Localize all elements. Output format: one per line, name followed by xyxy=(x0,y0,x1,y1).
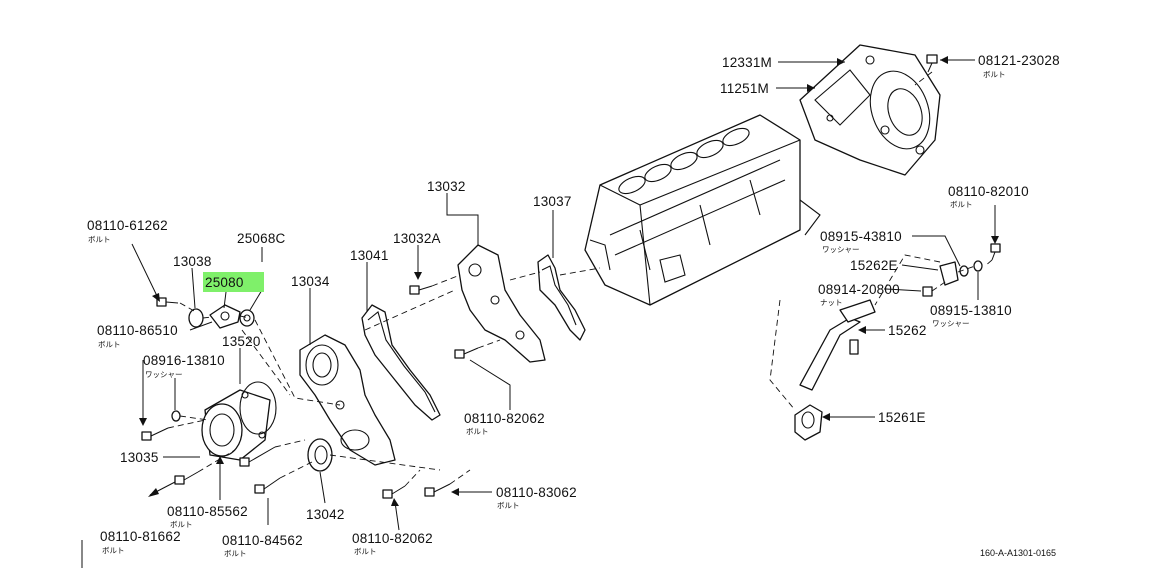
label-15262E[interactable]: 15262E xyxy=(850,258,898,273)
sublabel-08110-61262: ボルト xyxy=(88,235,111,244)
strainer-15261E-drawing xyxy=(794,404,823,441)
sublabel-08916-13810: ワッシャー xyxy=(145,370,183,379)
part-25080-drawing xyxy=(209,304,241,329)
washer-08915-13810-drawing xyxy=(973,260,983,272)
engine-block-drawing xyxy=(584,114,821,306)
label-08121-23028[interactable]: 08121-23028 xyxy=(978,53,1060,68)
label-08110-61262[interactable]: 08110-61262 xyxy=(87,218,168,233)
bolt-13035-drawing xyxy=(141,427,169,441)
oil-pipe-15262-drawing xyxy=(799,299,876,391)
label-08914-20800[interactable]: 08914-20800 xyxy=(818,282,900,297)
label-08110-82062-bottom[interactable]: 08110-82062 xyxy=(352,531,433,546)
sublabel-08121-23028: ボルト xyxy=(983,70,1006,79)
bolt-08110-82062b-drawing xyxy=(382,485,406,499)
label-13037[interactable]: 13037 xyxy=(533,194,572,209)
sublabel-08914-20800: ナット xyxy=(820,298,843,307)
sublabel-08915-13810: ワッシャー xyxy=(932,319,970,328)
label-25068C[interactable]: 25068C xyxy=(237,231,286,246)
bolt-13032A-drawing xyxy=(409,285,433,295)
timing-cover-13034-drawing xyxy=(299,334,396,466)
label-13034[interactable]: 13034 xyxy=(291,274,330,289)
highlight-box-25080 xyxy=(203,272,264,292)
sublabel-08110-82062-bottom: ボルト xyxy=(354,547,377,556)
label-13042[interactable]: 13042 xyxy=(306,507,345,522)
oil-seal-13042-drawing xyxy=(307,438,333,472)
label-12331M[interactable]: 12331M xyxy=(722,55,772,70)
sublabel-08110-82010: ボルト xyxy=(950,200,973,209)
bolt-08110-83062-drawing xyxy=(424,483,451,497)
sublabel-08110-84562: ボルト xyxy=(224,549,247,558)
sublabel-08110-81662: ボルト xyxy=(102,546,125,555)
sublabel-08110-83062: ボルト xyxy=(497,501,520,510)
leader-lines xyxy=(81,56,999,568)
label-11251M[interactable]: 11251M xyxy=(720,81,769,96)
label-08916-13810[interactable]: 08916-13810 xyxy=(143,353,225,368)
label-13520[interactable]: 13520 xyxy=(222,334,261,349)
bolt-08110-84562-drawing xyxy=(254,477,281,494)
label-13032A[interactable]: 13032A xyxy=(393,231,441,246)
bolt-08110-61262-drawing xyxy=(156,297,179,307)
flywheel-housing-drawing xyxy=(799,44,941,176)
bolt-08110-81662-drawing xyxy=(174,471,199,485)
bolt-08110-85562-drawing xyxy=(239,446,276,467)
label-08110-85562[interactable]: 08110-85562 xyxy=(167,504,248,519)
label-08110-84562[interactable]: 08110-84562 xyxy=(222,533,303,548)
washer-08916-13810-drawing xyxy=(171,410,181,422)
nut-08914-20800-drawing xyxy=(922,286,933,297)
label-15262[interactable]: 15262 xyxy=(888,323,927,338)
gasket-13038-drawing xyxy=(188,308,204,328)
label-15261E[interactable]: 15261E xyxy=(878,410,926,425)
assembly-guide-lines xyxy=(167,71,993,487)
sublabel-08915-43810: ワッシャー xyxy=(822,245,860,254)
sublabel-08110-82062-middle: ボルト xyxy=(466,427,489,436)
bracket-15262E-drawing xyxy=(939,261,959,286)
label-13032[interactable]: 13032 xyxy=(427,179,466,194)
bolt-08110-82062a-drawing xyxy=(454,347,479,359)
label-08110-81662[interactable]: 08110-81662 xyxy=(100,529,181,544)
gasket-13520-drawing xyxy=(239,381,277,435)
label-13038[interactable]: 13038 xyxy=(173,254,212,269)
label-13035[interactable]: 13035 xyxy=(120,450,159,465)
bolt-08110-82010-drawing xyxy=(990,243,1001,261)
label-08915-13810[interactable]: 08915-13810 xyxy=(930,303,1012,318)
diagram-code: 160-A-A1301-0165 xyxy=(980,548,1056,558)
label-25080[interactable]: 25080 xyxy=(205,275,244,290)
label-08110-83062[interactable]: 08110-83062 xyxy=(496,485,577,500)
label-08110-82062-middle[interactable]: 08110-82062 xyxy=(464,411,545,426)
sublabel-08110-86510: ボルト xyxy=(98,340,121,349)
label-13041[interactable]: 13041 xyxy=(350,248,389,263)
gasket-13041-drawing xyxy=(361,304,441,421)
gasket-25068C-drawing xyxy=(239,309,255,327)
gasket-13037-drawing xyxy=(537,254,586,341)
label-08915-43810[interactable]: 08915-43810 xyxy=(820,229,902,244)
sublabel-08110-85562: ボルト xyxy=(170,520,193,529)
timing-chain-case-plate-drawing xyxy=(457,244,546,363)
label-08110-82010[interactable]: 08110-82010 xyxy=(948,184,1029,199)
water-pump-13035-drawing xyxy=(201,389,271,461)
bolt-08121-23028-drawing xyxy=(926,54,938,73)
label-08110-86510[interactable]: 08110-86510 xyxy=(97,323,178,338)
